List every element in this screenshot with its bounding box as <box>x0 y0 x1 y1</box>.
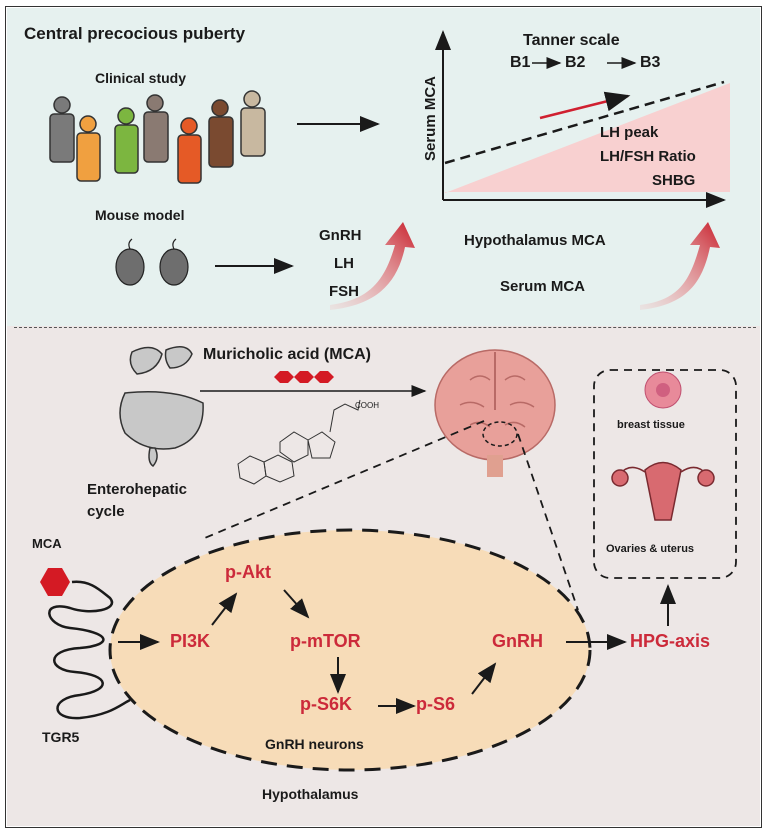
figure-title: Central precocious puberty <box>24 24 246 43</box>
node-p-s6: p-S6 <box>416 694 456 714</box>
person-icon <box>143 94 169 163</box>
node-p-mtor: p-mTOR <box>290 631 361 651</box>
breast-tissue-label: breast tissue <box>617 419 685 431</box>
zoom-guide-line <box>199 420 485 541</box>
node-p-akt: p-Akt <box>225 562 271 582</box>
serum-mca-chart <box>435 30 730 208</box>
mca-title: Muricholic acid (MCA) <box>203 346 372 363</box>
mouse-icons <box>115 238 189 286</box>
node-hpg-axis: HPG-axis <box>630 631 711 651</box>
panel-divider <box>14 327 756 328</box>
increase-curve-arrow <box>640 222 720 310</box>
mouse-model-label: Mouse model <box>95 207 185 223</box>
marker-lh-fsh-ratio: LH/FSH Ratio <box>600 148 696 165</box>
marker-lh-peak: LH peak <box>600 124 659 141</box>
figure-frame <box>5 6 762 828</box>
brain-icon <box>434 349 556 477</box>
mouse-icon <box>115 248 145 286</box>
person-icon <box>240 90 266 157</box>
tanner-title: Tanner scale <box>523 32 620 49</box>
increase-curve-arrow <box>330 222 415 310</box>
gnrh-neurons-label: GnRH neurons <box>265 736 364 752</box>
hypothalamus-mca-label: Hypothalamus MCA <box>464 232 606 249</box>
people-icons <box>49 90 266 184</box>
tanner-stage-b3: B3 <box>640 54 661 71</box>
mca-hexagon-icon <box>40 568 70 596</box>
serum-mca-label: Serum MCA <box>500 278 586 295</box>
ovaries-uterus-label: Ovaries & uterus <box>606 543 695 555</box>
tgr5-label: TGR5 <box>42 729 80 745</box>
person-icon <box>114 107 139 174</box>
chart-area-fill <box>445 83 730 193</box>
tgr5-receptor-icon <box>48 580 131 720</box>
zoom-guide-line <box>517 433 579 611</box>
marker-shbg: SHBG <box>652 172 696 189</box>
mca-hexagons <box>274 371 334 383</box>
enterohepatic-label: Enterohepatic <box>87 481 188 498</box>
chart-y-label: Serum MCA <box>422 75 440 162</box>
cooh-label: COOH <box>355 401 379 410</box>
hypothalamus-label: Hypothalamus <box>262 786 359 802</box>
tanner-stage-b2: B2 <box>565 54 586 71</box>
enterohepatic-cycle-label: cycle <box>87 503 125 520</box>
person-icon <box>76 115 101 182</box>
breast-tissue-icon <box>644 371 682 409</box>
mca-structure-icon <box>237 399 361 485</box>
pathway-arrows <box>118 584 676 714</box>
marker-gnrh: GnRH <box>319 227 362 244</box>
person-icon <box>177 117 202 184</box>
increase-arrow <box>539 91 631 120</box>
node-p-s6k: p-S6K <box>300 694 353 714</box>
clinical-study-label: Clinical study <box>95 70 187 86</box>
liver-intestine-icon <box>119 346 204 467</box>
marker-lh: LH <box>334 255 354 272</box>
tanner-stage-b1: B1 <box>510 54 531 71</box>
uterus-icon <box>611 461 715 521</box>
person-icon <box>49 96 75 163</box>
gnrh-neuron-ellipse <box>108 528 592 772</box>
mouse-icon <box>159 248 189 286</box>
person-icon <box>208 99 234 168</box>
node-pi3k: PI3K <box>170 631 211 651</box>
marker-fsh: FSH <box>329 283 359 300</box>
node-gnrh: GnRH <box>492 631 543 651</box>
mca-molecule-label: MCA <box>32 536 62 551</box>
trend-line <box>444 80 725 165</box>
